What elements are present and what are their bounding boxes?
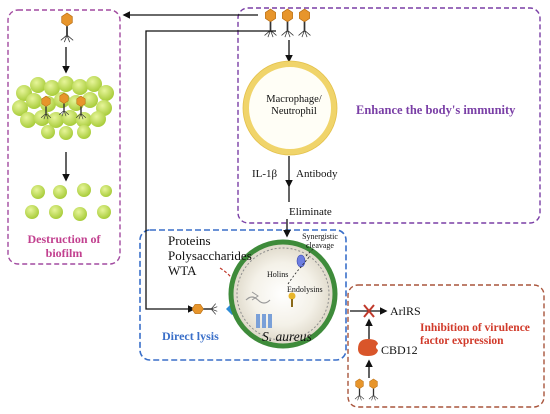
phage-icon bbox=[191, 303, 218, 315]
wta-label: WTA bbox=[168, 263, 197, 278]
s-aureus-label: S. aureus bbox=[262, 329, 312, 344]
phage-icon bbox=[368, 378, 379, 401]
direct-lysis-title: Direct lysis bbox=[162, 329, 219, 343]
immunity-box bbox=[237, 7, 541, 224]
phage-icon bbox=[264, 8, 277, 38]
lysis-box bbox=[139, 229, 347, 361]
synergistic-cleavage-label: Synergistic cleavage bbox=[302, 232, 338, 250]
macrophage-cell bbox=[243, 61, 337, 155]
phage-icon bbox=[60, 12, 74, 43]
dispersed-bacteria-icon bbox=[25, 183, 112, 221]
cbd12-icon bbox=[358, 339, 378, 356]
biofilm-box bbox=[7, 9, 121, 265]
virulence-inhibition-title: Inhibition of virulence factor expressio… bbox=[420, 322, 530, 347]
inhibition-x-icon bbox=[363, 304, 375, 318]
antibody-label: Antibody bbox=[296, 168, 338, 180]
lysis-path bbox=[287, 247, 315, 285]
holin-icon bbox=[296, 254, 306, 268]
polysaccharides-label: Polysaccharides bbox=[168, 248, 252, 263]
il1b-label: IL-1β bbox=[252, 168, 278, 180]
phage-icon bbox=[298, 8, 311, 38]
endolysins-label: Endolysins bbox=[287, 285, 323, 294]
arrow-to-lysis bbox=[145, 30, 276, 313]
phage-dna-icon bbox=[245, 291, 271, 304]
phage-icon bbox=[281, 8, 294, 38]
biofilm-destruction-title: Destruction of biofilm bbox=[27, 232, 101, 260]
biofilm-cluster-icon bbox=[12, 76, 114, 140]
holins-label: Holins bbox=[267, 270, 289, 279]
eliminate-label: Eliminate bbox=[289, 206, 332, 218]
proteins-label: Proteins bbox=[168, 233, 211, 248]
capsid-parts-icon bbox=[256, 314, 272, 328]
virulence-box bbox=[347, 284, 545, 408]
cbd12-label: CBD12 bbox=[381, 343, 418, 357]
arlrs-label: ArlRS bbox=[390, 304, 421, 318]
macrophage-label: Macrophage/ Neutrophil bbox=[266, 94, 322, 117]
immunity-title: Enhance the body's immunity bbox=[356, 103, 516, 117]
endolysin-icon bbox=[288, 292, 296, 307]
phage-icon bbox=[354, 378, 365, 401]
